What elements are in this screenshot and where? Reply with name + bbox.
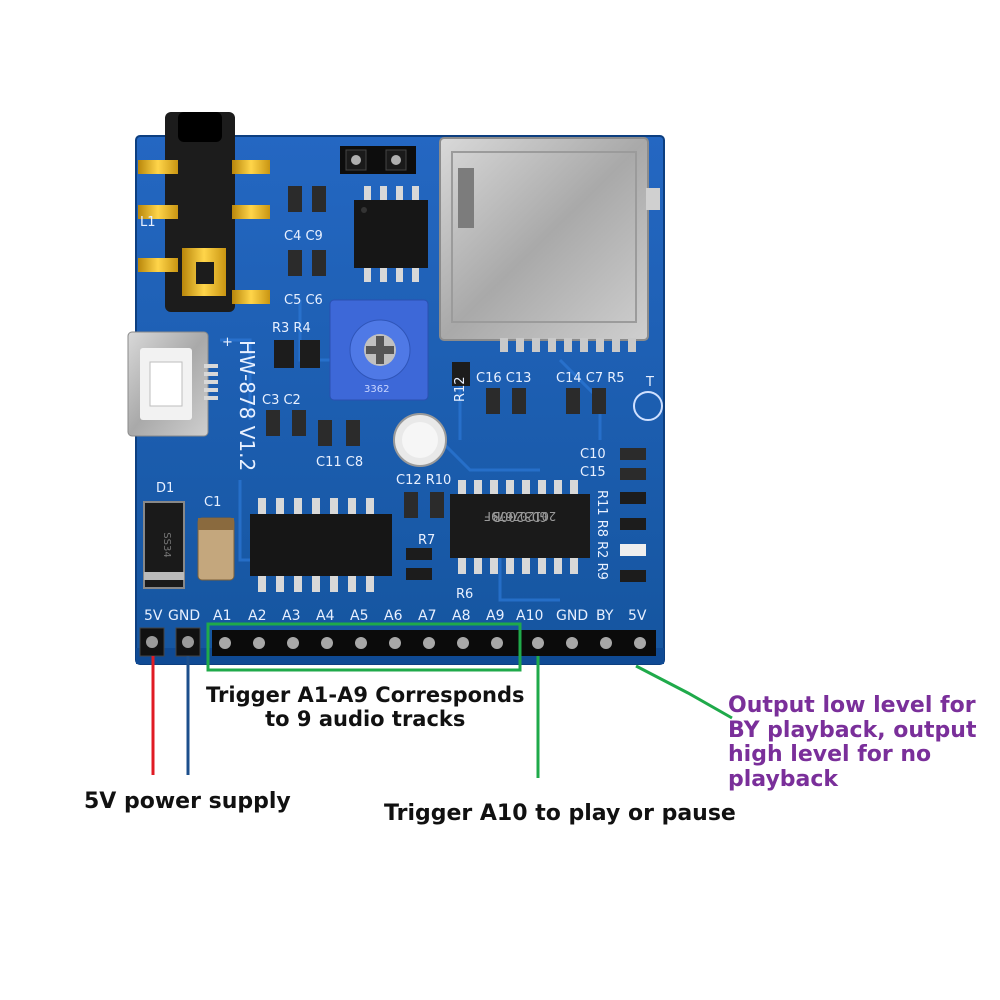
- annotation-by-output: Output low level for BY playback, output…: [728, 693, 977, 793]
- annotation-by-output-line1: Output low level for: [728, 693, 976, 718]
- potentiometer: 3362: [329, 299, 429, 401]
- silk-c4c9: C4 C9: [284, 229, 323, 244]
- pot-label: 3362: [364, 384, 389, 395]
- pin-label-5v-right: 5V: [628, 608, 647, 624]
- by-leader-line: [635, 664, 733, 720]
- capacitor-c1: [197, 517, 235, 581]
- pin-label-a2: A2: [248, 608, 266, 624]
- audio-jack: [138, 112, 270, 312]
- silk-r7: R7: [418, 533, 435, 548]
- silk-c1: C1: [204, 495, 221, 510]
- round-capacitor: [393, 413, 447, 467]
- silk-r6: R6: [456, 587, 473, 602]
- annotation-trigger-a10: Trigger A10 to play or pause: [384, 801, 736, 826]
- silk-t: T: [645, 375, 654, 390]
- silk-r1r8r2r9: R11 R8 R2 R9: [594, 490, 609, 580]
- pin-label-a10: A10: [516, 608, 543, 624]
- amplifier-chip: [354, 186, 428, 282]
- chip-text-line1: GD3200B: [492, 508, 547, 523]
- pin-label-a9: A9: [486, 608, 504, 624]
- silkscreen: L1 C4 C9 C5 C6 R3 R4 C3 C2 C11 C8 C12 R1…: [140, 215, 654, 602]
- annotation-trigger-a1-a9-line1: Trigger A1-A9 Corresponds: [206, 683, 525, 707]
- diode-label: SS34: [161, 532, 172, 557]
- micro-usb-port: [127, 331, 218, 437]
- pin-label-a1: A1: [213, 608, 231, 624]
- silk-c14c7r5: C14 C7 R5: [556, 371, 625, 386]
- silk-c5c6: C5 C6: [284, 293, 323, 308]
- silk-c10: C10: [580, 447, 606, 462]
- silk-plus: +: [222, 335, 233, 350]
- pin-label-a8: A8: [452, 608, 470, 624]
- pin-label-by: BY: [596, 608, 614, 624]
- header-pins: [139, 627, 656, 657]
- logic-ic: [250, 498, 392, 592]
- silk-c15: C15: [580, 465, 606, 480]
- annotation-by-output-line4: playback: [728, 766, 839, 792]
- a1-a9-highlight-box: [206, 622, 522, 672]
- pin-label-a5: A5: [350, 608, 368, 624]
- tf-card-slot: [439, 137, 660, 352]
- silk-d1: D1: [156, 481, 174, 496]
- annotation-power-supply: 5V power supply: [84, 789, 291, 814]
- silk-l1: L1: [140, 215, 156, 230]
- silk-r3r4: R3 R4: [272, 321, 311, 336]
- pin-label-a4: A4: [316, 608, 335, 624]
- pin-label-a6: A6: [384, 608, 403, 624]
- board-model-text: HW-878 V1.2: [235, 340, 259, 471]
- pin-label-gnd-left: GND: [168, 608, 200, 624]
- annotation-by-output-line3: high level for no: [728, 742, 932, 768]
- silk-c16c13: C16 C13: [476, 371, 531, 386]
- pin-label-gnd-right: GND: [556, 608, 588, 624]
- chip-text-line2: 201207679F: [484, 509, 556, 523]
- diode-d1: SS34: [143, 501, 185, 589]
- smd-parts: [266, 186, 646, 582]
- test-point-t: [633, 391, 663, 421]
- silk-c3c2: C3 C2: [262, 393, 301, 408]
- pin-label-a7: A7: [418, 608, 436, 624]
- main-ic-gd3200b: GD3200B 201207679F: [450, 480, 590, 574]
- annotation-by-output-line2: BY playback, output: [728, 717, 977, 743]
- annotation-trigger-a1-a9: Trigger A1-A9 Corresponds to 9 audio tra…: [206, 683, 525, 731]
- silk-c12r10: C12 R10: [396, 473, 451, 488]
- pin-label-5v-left: 5V: [144, 608, 163, 624]
- pin-label-a3: A3: [282, 608, 300, 624]
- annotation-trigger-a1-a9-line2: to 9 audio tracks: [265, 706, 466, 731]
- silk-c11c8: C11 C8: [316, 455, 363, 470]
- pin-labels: 5V GND A1 A2 A3 A4 A5 A6 A7 A8 A9 A10 GN…: [144, 608, 647, 624]
- silk-r12: R12: [453, 376, 468, 402]
- header-j2: [340, 146, 416, 174]
